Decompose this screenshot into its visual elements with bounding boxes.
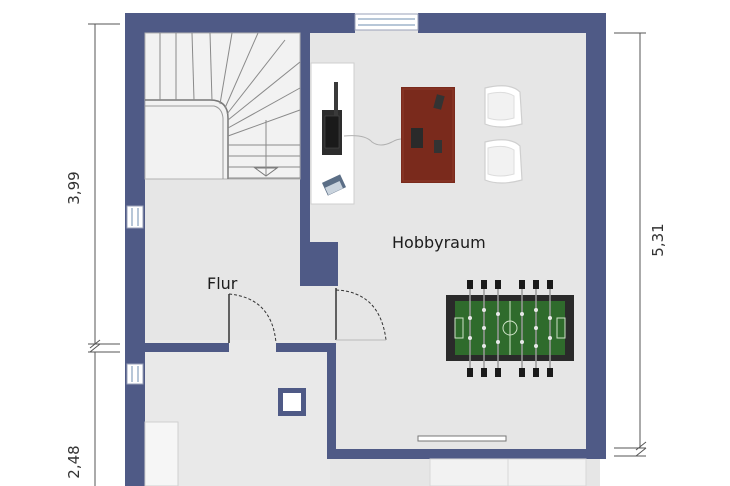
left-windows xyxy=(126,205,144,385)
tv-shelf xyxy=(310,62,411,205)
room-label-flur: Flur xyxy=(207,274,238,293)
radiator-body xyxy=(417,435,507,442)
desk-grain xyxy=(402,88,454,182)
wall-bottom xyxy=(327,449,606,459)
foosball-goal-left xyxy=(454,317,464,339)
room-label-hobbyraum: Hobbyraum xyxy=(392,233,486,252)
cable xyxy=(343,135,411,146)
wall-hall-lower-mid xyxy=(276,343,336,352)
fixture-icon xyxy=(507,458,587,486)
doors xyxy=(228,288,387,344)
cabinet-icon xyxy=(144,421,179,486)
staircase-inner-curve xyxy=(145,99,229,179)
chairs xyxy=(484,85,523,184)
window-top xyxy=(354,13,419,31)
wall-hall-lower-left xyxy=(145,343,229,352)
tv-screen xyxy=(324,115,340,149)
chimney-icon xyxy=(278,388,306,416)
keyboard-icon xyxy=(433,94,445,110)
wall-top-left xyxy=(125,13,355,33)
foosball-players xyxy=(468,308,552,348)
foosball-center-circle xyxy=(502,320,518,336)
radiator-icon xyxy=(417,435,507,442)
window-icon xyxy=(126,205,144,229)
foosball-rods xyxy=(469,284,551,372)
foosball-goal-right xyxy=(556,317,566,339)
desk-icon xyxy=(401,87,455,183)
monitor-icon xyxy=(411,128,423,148)
door-swing-icon xyxy=(335,288,387,341)
wall-inner-block xyxy=(300,242,338,286)
wall-bottom-room-vert xyxy=(327,343,336,459)
wall-right xyxy=(586,13,606,459)
fixture-icon xyxy=(429,458,511,486)
media-device-icon xyxy=(325,180,343,196)
foosball-handles xyxy=(467,280,553,377)
dimension-lines xyxy=(88,23,647,486)
window-icon xyxy=(354,13,419,31)
foosball-table-icon xyxy=(446,280,574,377)
walls xyxy=(125,13,606,486)
desk-top xyxy=(401,87,455,183)
lower-fixtures xyxy=(429,458,587,486)
window-icon xyxy=(126,363,144,385)
tv-stand xyxy=(334,82,338,116)
door-swing-icon xyxy=(228,293,277,344)
wall-left xyxy=(125,13,145,486)
dimension-label-left-upper: 3,99 xyxy=(65,171,83,204)
staircase-icon xyxy=(144,32,301,180)
staircase-outer-curve xyxy=(145,105,224,179)
wall-top-right xyxy=(418,13,606,33)
dimension-label-left-lower: 2,48 xyxy=(65,445,83,478)
stair-steps xyxy=(159,32,301,179)
armchair-icon xyxy=(484,85,523,128)
armchair-icon xyxy=(484,139,523,184)
dimension-label-right: 5,31 xyxy=(649,223,667,256)
wall-inner-vertical xyxy=(300,33,310,283)
device-icon xyxy=(434,140,442,153)
